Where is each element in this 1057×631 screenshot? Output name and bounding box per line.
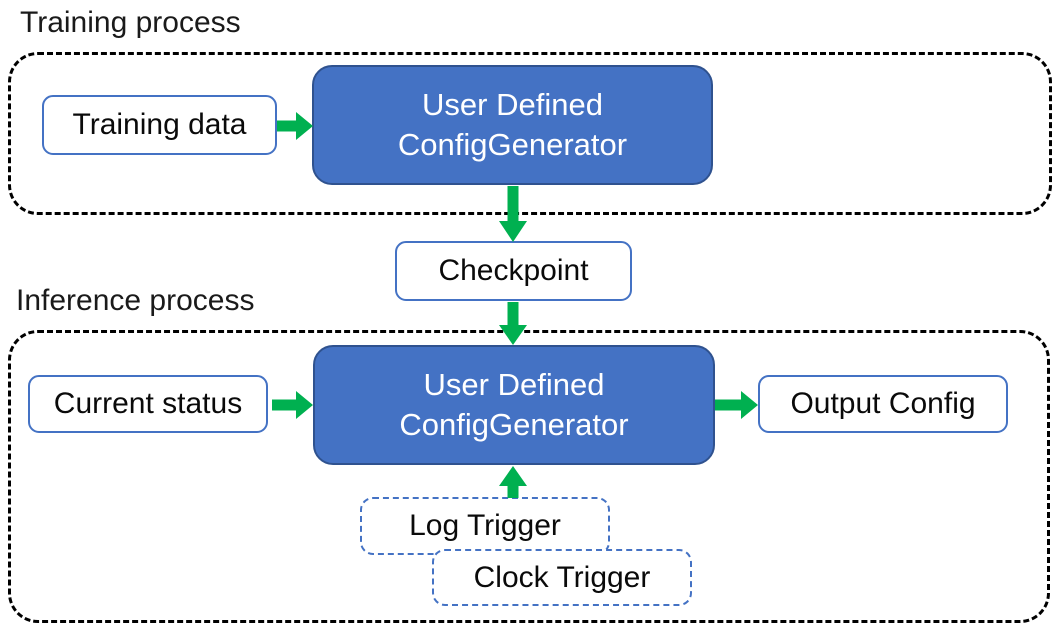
arrow-generator-to-output [715,391,758,419]
inference-generator-line2: ConfigGenerator [399,407,629,442]
training-generator-line2: ConfigGenerator [397,127,628,162]
clock-trigger-label: Clock Trigger [473,560,651,594]
current-status-box: Current status [28,375,268,433]
output-config-box: Output Config [758,375,1008,433]
arrow-current-status-to-generator [272,391,313,419]
inference-generator-line1: User Defined [423,367,605,402]
checkpoint-box: Checkpoint [395,241,632,301]
arrow-triggers-to-generator [499,466,527,498]
log-trigger-label: Log Trigger [409,509,561,542]
training-data-label: Training data [72,108,247,141]
inference-section-label: Inference process [16,284,255,317]
training-section-label: Training process [20,6,241,39]
output-config-label: Output Config [790,387,976,420]
training-data-box: Training data [42,95,277,155]
checkpoint-label: Checkpoint [438,254,589,287]
arrow-checkpoint-to-inference-generator [499,302,527,345]
current-status-label: Current status [53,387,243,420]
training-section-container [8,52,1052,215]
arrow-generator-to-checkpoint [499,186,527,242]
inference-section-container [8,330,1050,623]
training-generator-box: User Defined ConfigGenerator [312,65,713,185]
training-generator-line1: User Defined [422,87,603,122]
log-trigger-box: Log Trigger [360,497,610,555]
arrow-training-data-to-generator [277,112,313,140]
clock-trigger-box: Clock Trigger [432,549,692,606]
inference-generator-box: User Defined ConfigGenerator [313,345,715,465]
